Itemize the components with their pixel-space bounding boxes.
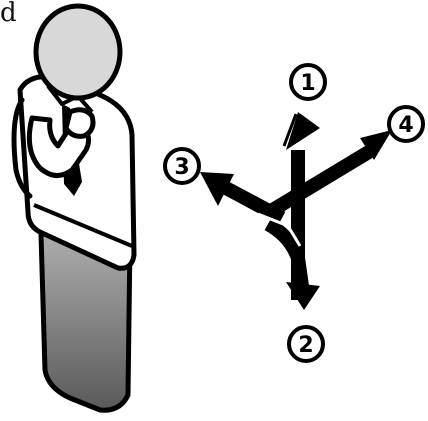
- person-fist: [66, 110, 93, 137]
- badge-2: 2: [289, 327, 323, 361]
- direction-arrows: [200, 112, 392, 310]
- badge-1-label: 1: [300, 71, 315, 96]
- person-head: [36, 6, 120, 98]
- badge-3-label: 3: [174, 155, 189, 180]
- badge-3: 3: [165, 149, 199, 183]
- badge-4-label: 4: [398, 113, 413, 138]
- badge-1: 1: [291, 65, 325, 99]
- thinking-person-figure: [14, 6, 134, 410]
- badge-4: 4: [389, 107, 423, 141]
- badge-2-label: 2: [298, 333, 313, 358]
- arrow-left: [200, 172, 282, 218]
